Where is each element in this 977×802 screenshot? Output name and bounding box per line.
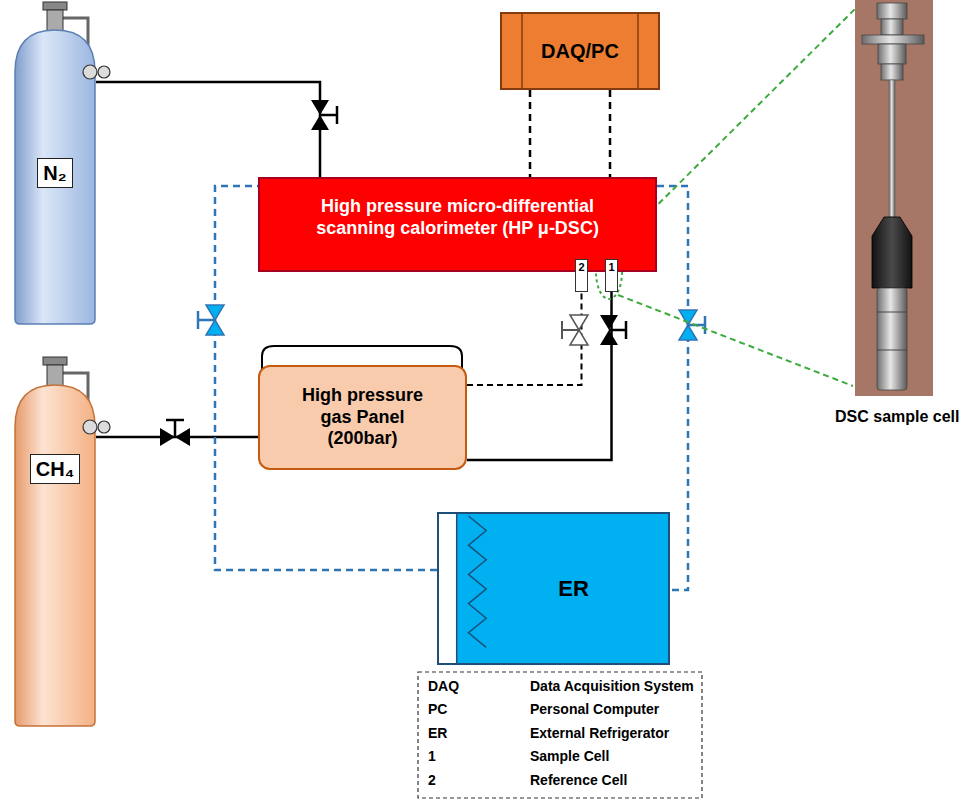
valve-symbol: [679, 310, 705, 340]
legend-abbreviation: ER: [428, 725, 447, 741]
node-text: ER: [558, 576, 589, 602]
refrigerator-box: ER: [437, 512, 670, 665]
pipe-connector: [467, 292, 582, 385]
calorimeter-box: High pressure micro-differential scannin…: [258, 177, 657, 272]
legend-definition: Reference Cell: [530, 772, 627, 788]
legend-definition: Data Acquisition System: [530, 678, 694, 694]
computer-box: DAQ/PC: [500, 12, 660, 90]
caption-label: DSC sample cell: [835, 408, 960, 426]
legend-definition: Sample Cell: [530, 748, 609, 764]
valve-symbol: [311, 100, 337, 130]
sample-cell: 1: [605, 259, 618, 292]
pipe-connector: [467, 292, 612, 460]
reference-cell: 2: [575, 259, 588, 292]
valve-symbol: [562, 315, 588, 345]
valve-symbol: [600, 315, 626, 345]
node-text: High pressure gas Panel (200bar): [290, 385, 435, 450]
legend-abbreviation: 2: [428, 772, 436, 788]
gas-cylinder: N₂: [10, 0, 115, 325]
pipe-connector: [609, 90, 612, 177]
legend-abbreviation: DAQ: [428, 678, 459, 694]
node-text: High pressure micro-differential scannin…: [288, 196, 627, 239]
legend-abbreviation: 1: [428, 748, 436, 764]
legend-definition: External Refrigerator: [530, 725, 669, 741]
node-text: DAQ/PC: [541, 40, 619, 63]
valve-symbol: [198, 305, 224, 335]
node-text: CH₄: [30, 454, 80, 484]
node-text: 2: [578, 261, 584, 274]
sample-cell-photo: [855, 0, 933, 396]
node-text: 1: [608, 261, 614, 274]
valve-symbol: [160, 420, 190, 446]
gas-panel-box: High pressure gas Panel (200bar): [258, 365, 467, 470]
pipe-connector: [115, 82, 320, 177]
node-text: N₂: [37, 158, 72, 188]
gas-cylinder: CH₄: [10, 352, 115, 727]
legend-box: [418, 672, 702, 798]
pipe-connector: [529, 90, 532, 177]
legend-definition: Personal Computer: [530, 701, 659, 717]
leader-line: [618, 295, 853, 386]
legend-abbreviation: PC: [428, 701, 447, 717]
